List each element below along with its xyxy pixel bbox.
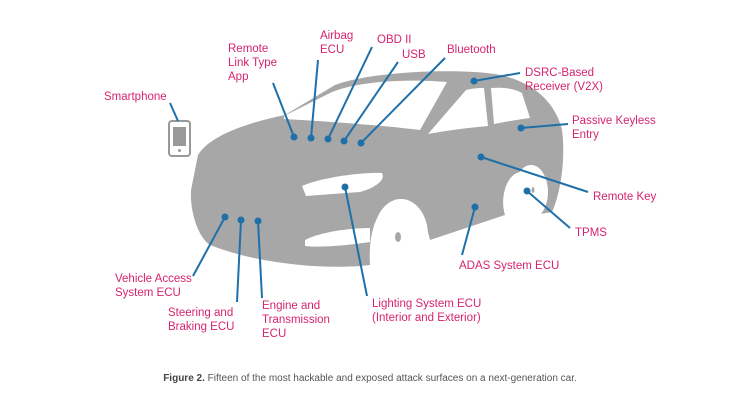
label-steering-ecu: Steering and Braking ECU <box>168 307 235 333</box>
front-wheel <box>374 199 428 271</box>
windshield <box>284 80 447 130</box>
front-hub <box>395 232 401 242</box>
leader-lines <box>169 46 589 303</box>
rear-side-window <box>491 87 530 124</box>
label-engine-ecu: Engine and Transmission ECU <box>262 300 330 340</box>
rear-hub <box>531 187 535 193</box>
label-vehicle-access-ecu: Vehicle Access System ECU <box>115 273 192 299</box>
figure-caption: Figure 2. Fifteen of the most hackable a… <box>0 373 740 384</box>
label-usb: USB <box>402 49 426 61</box>
caption-text: Fifteen of the most hackable and exposed… <box>204 373 577 384</box>
label-remote-link-app: Remote Link Type App <box>228 43 278 83</box>
label-tpms: TPMS <box>575 227 607 239</box>
headlight <box>302 172 383 196</box>
rear-wheel <box>514 165 548 219</box>
label-airbag-ecu: Airbag ECU <box>320 30 354 56</box>
label-lighting-ecu: Lighting System ECU (Interior and Exteri… <box>372 298 482 324</box>
label-dsrc-receiver: DSRC-Based Receiver (V2X) <box>525 67 603 93</box>
label-smartphone: Smartphone <box>104 91 167 103</box>
attack-surface-dots <box>221 77 531 225</box>
label-remote-key: Remote Key <box>593 191 657 203</box>
label-obd-ii: OBD II <box>377 34 412 46</box>
label-passive-keyless-entry: Passive Keyless Entry <box>572 115 656 141</box>
smartphone-icon <box>168 120 191 157</box>
label-adas-ecu: ADAS System ECU <box>459 260 560 272</box>
front-side-window <box>428 88 488 134</box>
caption-prefix: Figure 2. <box>163 373 205 384</box>
label-bluetooth: Bluetooth <box>447 44 496 56</box>
